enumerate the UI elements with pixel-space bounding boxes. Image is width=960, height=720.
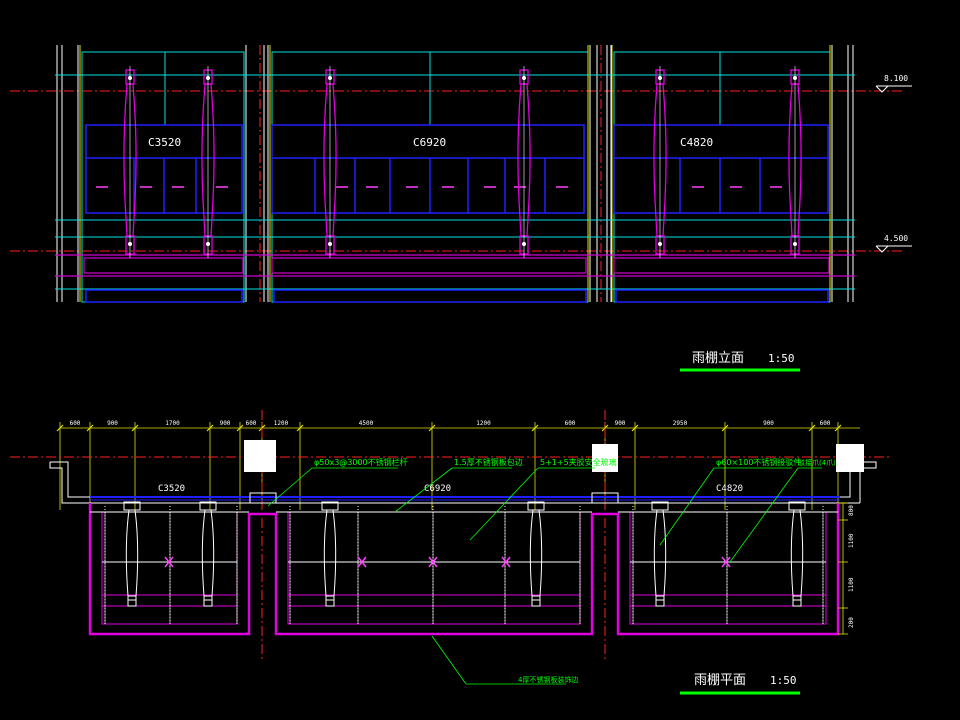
glass-fins xyxy=(104,506,824,624)
dimension-slash xyxy=(834,424,842,432)
canopy-frames xyxy=(55,51,855,303)
plan-scale: 1:50 xyxy=(770,674,797,687)
elevation-window-label: C6920 xyxy=(413,136,446,149)
dimension-slash xyxy=(631,424,639,432)
elevation-view: C3520 C6920 C4820 8.100 4.500 雨棚立面 1:50 xyxy=(10,45,912,372)
note-edge-plate: 1.5厚不锈钢板包边 xyxy=(454,457,523,467)
dimension-text: 600 xyxy=(565,420,576,427)
dimension-slash xyxy=(531,424,539,432)
dimension-slash xyxy=(131,424,139,432)
vdimension-text: 800 xyxy=(848,505,855,516)
plan-title: 雨棚平面 xyxy=(694,673,746,688)
dimension-text: 900 xyxy=(615,420,626,427)
support-rod xyxy=(788,66,802,258)
dimension-text: 600 xyxy=(820,420,831,427)
note-connector: φ60×100不锈钢接驳件 xyxy=(716,457,801,467)
vdimension-text: 1100 xyxy=(848,533,855,548)
dimension-slash xyxy=(808,424,816,432)
pier-small xyxy=(249,492,277,504)
note-railing: φ50x3@3000不锈钢栏杆 xyxy=(314,457,408,467)
dimension-text: 600 xyxy=(70,420,81,427)
dimension-slash xyxy=(428,424,436,432)
plan-support-rod xyxy=(788,501,806,607)
dimension-ticks xyxy=(56,422,842,510)
level-value-top: 8.100 xyxy=(884,74,908,83)
pier xyxy=(836,444,864,472)
plan-view: 600 900 1700 900 600 1200 4500 1200 600 900 2950 90… xyxy=(10,410,890,695)
structure-verticals xyxy=(56,45,854,302)
plan-support-rod xyxy=(199,501,217,607)
dimension-text: 900 xyxy=(107,420,118,427)
support-rods xyxy=(123,66,802,258)
dimension-slash xyxy=(56,424,64,432)
dimension-slash xyxy=(86,424,94,432)
canopy-outline xyxy=(88,503,840,636)
dimension-text: 900 xyxy=(220,420,231,427)
dimension-slash xyxy=(206,424,214,432)
plan-support-rods xyxy=(123,501,806,607)
level-marker-bottom: 4.500 xyxy=(875,234,912,253)
plan-support-rod xyxy=(651,501,669,607)
vdimension-ticks xyxy=(838,502,848,635)
plan-window-label: C4820 xyxy=(716,484,743,494)
cross-bracing xyxy=(164,556,731,568)
dimension-text: 4500 xyxy=(359,420,374,427)
frame-posts xyxy=(79,45,831,302)
elevation-window-label: C4820 xyxy=(680,136,713,149)
dimension-text: 1200 xyxy=(274,420,289,427)
dimension-slash xyxy=(721,424,729,432)
plan-support-rod xyxy=(123,501,141,607)
elevation-scale: 1:50 xyxy=(768,352,795,365)
dimension-text: 1700 xyxy=(165,420,180,427)
canopy-bands xyxy=(55,254,855,277)
plan-support-rod xyxy=(527,501,545,607)
canopy-inner xyxy=(101,511,827,625)
note-glass: 5+1+5夹胶安全玻璃 xyxy=(540,457,617,467)
vdimension-text: 1100 xyxy=(848,577,855,592)
support-rod xyxy=(517,66,531,258)
note-decor-edge: 4厚不锈钢板装饰边 xyxy=(518,675,578,684)
pier xyxy=(592,444,618,472)
dimension-slash xyxy=(236,424,244,432)
elevation-window-label: C3520 xyxy=(148,136,181,149)
level-value-bottom: 4.500 xyxy=(884,234,908,243)
support-rod xyxy=(201,66,215,258)
elevation-title: 雨棚立面 xyxy=(692,351,744,366)
plan-window-label: C6920 xyxy=(424,484,451,494)
dimension-text: 600 xyxy=(246,420,257,427)
support-rod xyxy=(323,66,337,258)
dimension-text: 1200 xyxy=(476,420,491,427)
pier-small xyxy=(591,492,619,504)
vdimension-text: 200 xyxy=(848,617,855,628)
pier xyxy=(244,440,276,472)
annotation-leaders xyxy=(267,467,822,685)
dimension-texts: 600 900 1700 900 600 1200 4500 1200 600 900 2950 90… xyxy=(70,420,831,427)
dimension-text: 900 xyxy=(763,420,774,427)
dimension-slash xyxy=(296,424,304,432)
plan-support-rod xyxy=(321,501,339,607)
dimension-text: 2950 xyxy=(673,420,688,427)
level-marker-top: 8.100 xyxy=(875,74,912,93)
support-rod xyxy=(653,66,667,258)
plan-window-label: C3520 xyxy=(158,484,185,494)
note-spider-clamp: 驳接爪(4爪) xyxy=(798,458,836,467)
support-rod xyxy=(123,66,137,258)
